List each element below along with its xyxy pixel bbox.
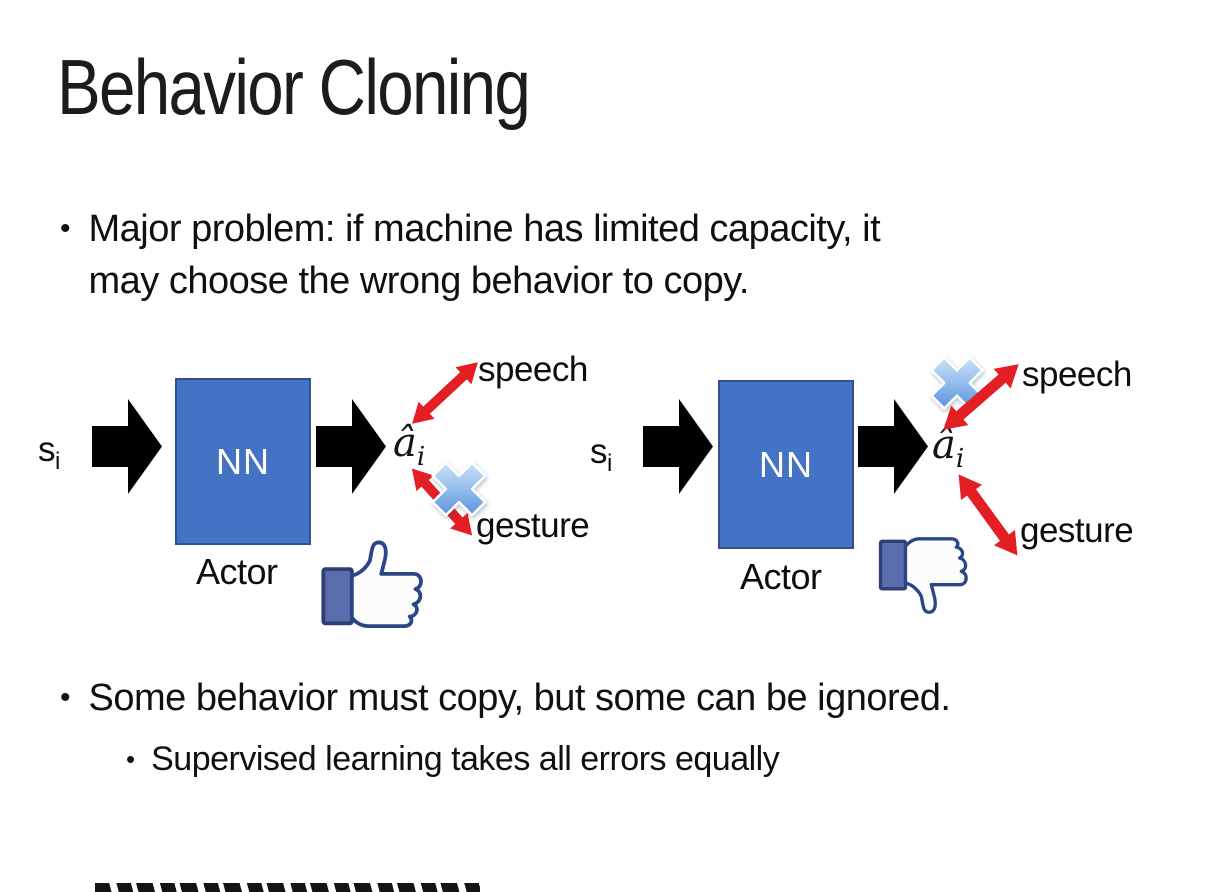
bullet-major-problem-text: Major problem: if machine has limited ca… [89,203,881,307]
bullet-some-behavior: • Some behavior must copy, but some can … [60,672,951,724]
input-subscript: i [55,448,60,475]
bullet-line-1: Major problem: if machine has limited ca… [88,208,881,250]
red-double-arrow-speech-icon [935,354,1028,439]
flow-arrow-icon [857,399,929,494]
bullet-some-behavior-text: Some behavior must copy, but some can be… [88,677,951,719]
nn-box: NN [175,378,311,545]
page-title: Behavior Cloning [57,43,531,131]
thumbs-up-icon [320,534,435,629]
input-subscript: i [607,450,612,477]
subbullet-supervised-text: Supervised learning takes all errors equ… [151,740,780,778]
subbullet-supervised: • Supervised learning takes all errors e… [126,735,780,783]
right-speech-label: speech [1022,355,1132,394]
left-actor-label: Actor [196,551,278,592]
flow-arrow-icon [643,399,713,494]
output-symbol: â [932,422,956,468]
right-output-label: âi [932,422,964,474]
blue-cross-icon [426,456,492,522]
nn-box-label: NN [216,440,270,482]
bullet-line-2: may choose the wrong behavior to copy. [88,260,750,302]
cutoff-text-artifact [95,883,480,892]
input-symbol: s [38,430,56,469]
right-input-label: si [590,432,612,478]
left-speech-label: speech [478,350,588,389]
input-symbol: s [590,432,608,471]
output-subscript: i [416,442,426,472]
bullet-dot: • [126,744,136,774]
left-gesture-label: gesture [476,506,590,545]
red-double-arrow-gesture-icon [947,465,1029,564]
bullet-major-problem: • Major problem: if machine has limited … [60,203,881,307]
blue-cross-icon [925,351,989,415]
bullet-dot: • [60,681,71,714]
flow-arrow-icon [315,399,387,494]
nn-box: NN [718,380,854,549]
bullet-dot: • [60,212,71,245]
right-gesture-label: gesture [1020,511,1134,550]
left-input-label: si [38,430,60,476]
red-double-arrow-speech-icon [403,353,487,433]
nn-box-label: NN [759,443,813,485]
left-output-label: âi [393,420,425,472]
output-subscript: i [955,444,965,474]
thumbs-down-icon [878,532,978,624]
output-symbol: â [393,420,417,466]
right-actor-label: Actor [740,556,822,597]
flow-arrow-icon [92,399,162,494]
